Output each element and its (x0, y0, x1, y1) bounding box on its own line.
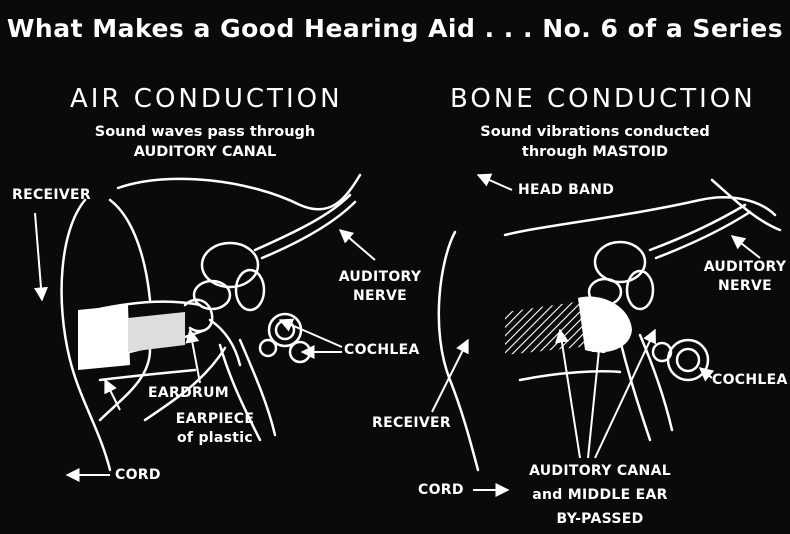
air-label-cord: CORD (115, 466, 161, 485)
bone-conduction-subtitle-2: through MASTOID (450, 142, 740, 162)
air-label-earpiece-2: of plastic (160, 429, 270, 448)
air-earpiece-shape (78, 305, 130, 370)
bone-label-canal-3: BY-PASSED (515, 510, 685, 529)
air-label-earpiece-1: EARPIECE (160, 410, 270, 429)
bone-conduction-subtitle-1: Sound vibrations conducted (450, 122, 740, 142)
bone-label-canal-1: AUDITORY CANAL (515, 462, 685, 481)
air-label-auditory-nerve-1: AUDITORY (335, 268, 425, 287)
air-earpiece-tip (128, 312, 185, 352)
air-conduction-title: AIR CONDUCTION (70, 84, 340, 114)
bone-receiver-shape (578, 297, 632, 353)
air-label-receiver: RECEIVER (12, 186, 91, 205)
air-label-eardrum: EARDRUM (148, 384, 229, 403)
bone-conduction-title: BONE CONDUCTION (450, 84, 740, 114)
bone-label-canal-2: and MIDDLE EAR (515, 486, 685, 505)
air-conduction-subtitle-2: AUDITORY CANAL (70, 142, 340, 162)
bone-label-cochlea: COCHLEA (712, 371, 788, 390)
air-label-auditory-nerve-2: NERVE (335, 287, 425, 306)
air-label-cochlea: COCHLEA (344, 341, 420, 360)
bone-label-auditory-nerve-1: AUDITORY (700, 258, 790, 277)
air-conduction-subtitle-1: Sound waves pass through (70, 122, 340, 142)
page-title: What Makes a Good Hearing Aid . . . No. … (0, 14, 790, 43)
bone-label-auditory-nerve-2: NERVE (700, 277, 790, 296)
bone-label-cord: CORD (418, 481, 464, 500)
bone-label-receiver: RECEIVER (372, 414, 451, 433)
bone-label-head-band: HEAD BAND (518, 181, 614, 200)
